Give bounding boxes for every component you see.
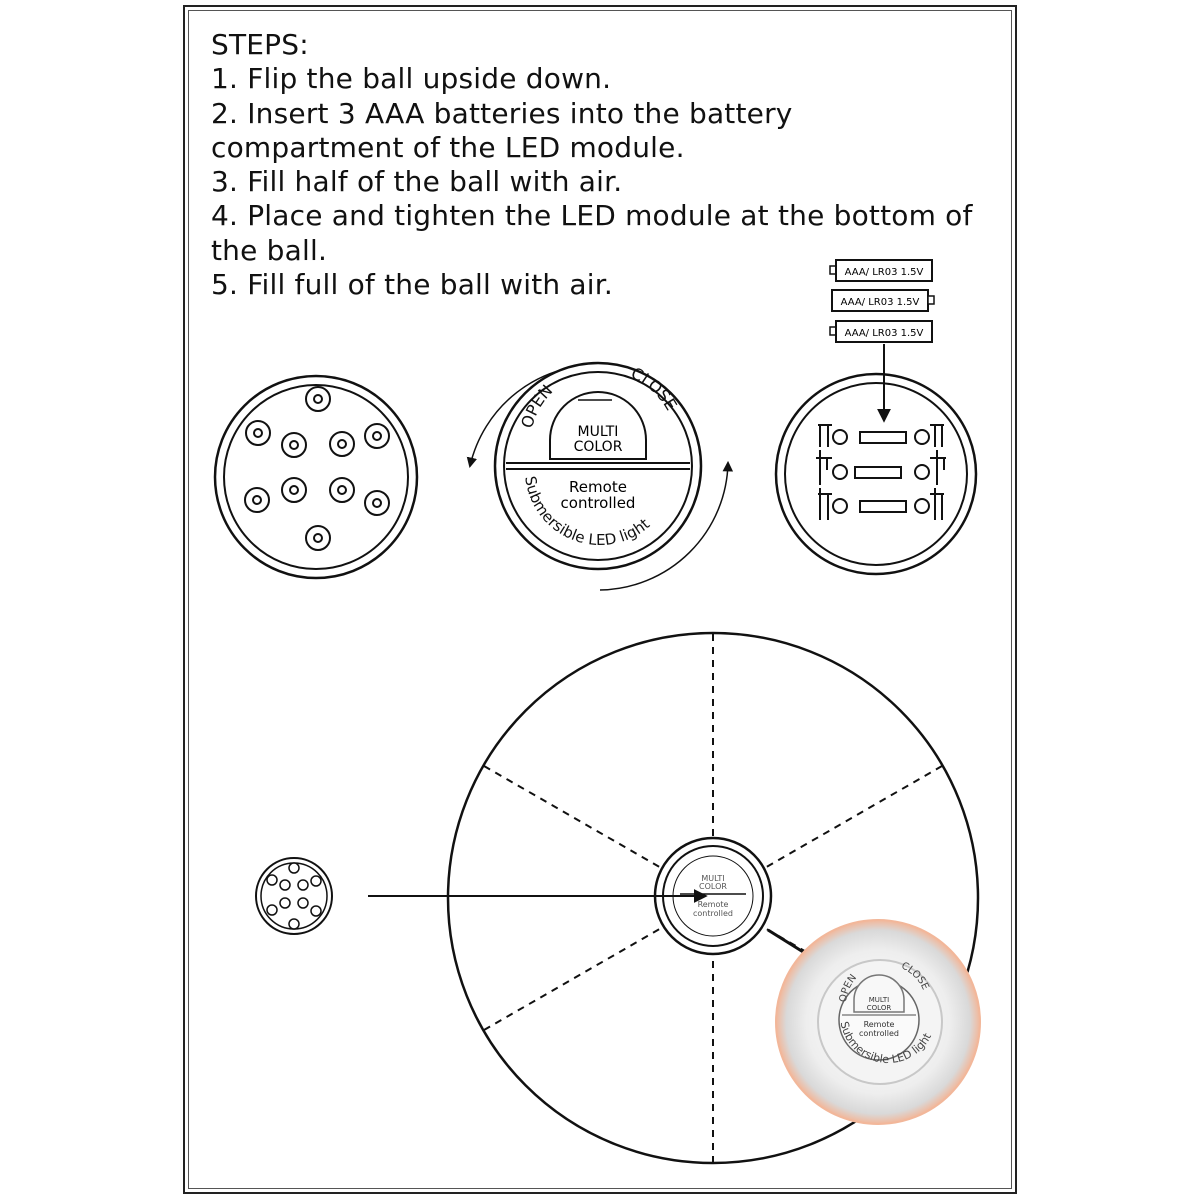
multi-label: MULTI: [578, 424, 619, 440]
led-module-cover-icon: OPEN CLOSE MULTI COLOR Remote controlled…: [466, 361, 734, 591]
instruction-sheet: [183, 5, 1017, 1194]
remote-label: Remote: [569, 478, 627, 496]
ball-controlled-label: controlled: [693, 909, 733, 918]
battery-3: AAA/ LR03 1.5V: [829, 320, 933, 343]
color-label: COLOR: [574, 439, 623, 455]
battery-label-3: AAA/ LR03 1.5V: [845, 328, 924, 339]
photo-color-label: COLOR: [867, 1004, 892, 1012]
ball-color-label: COLOR: [699, 882, 727, 891]
step-4: 4. Place and tighten the LED module at t…: [211, 199, 973, 267]
led-module-bottom-icon: [213, 374, 419, 580]
ball-remote-label: Remote: [698, 900, 729, 909]
rotate-arrow-right: [599, 460, 734, 591]
step-1: 1. Flip the ball upside down.: [211, 62, 612, 96]
battery-label-1: AAA/ LR03 1.5V: [845, 267, 924, 278]
controlled-label: controlled: [561, 494, 636, 512]
ball-multi-label: MULTI: [701, 874, 724, 883]
led-module-photo-icon: OPEN CLOSE MULTI COLOR Remote controlled…: [767, 919, 981, 1125]
battery-2: AAA/ LR03 1.5V: [831, 289, 935, 312]
step-2: 2. Insert 3 AAA batteries into the batte…: [211, 96, 793, 164]
sheet-inner-border: [188, 10, 1012, 1189]
step-3: 3. Fill half of the ball with air.: [211, 165, 623, 199]
step-5: 5. Fill full of the ball with air.: [211, 268, 613, 302]
battery-compartment-icon: [774, 344, 978, 576]
battery-label-2: AAA/ LR03 1.5V: [841, 297, 920, 308]
photo-multi-label: MULTI: [869, 996, 889, 1004]
small-led-module-icon: [255, 857, 708, 935]
battery-1: AAA/ LR03 1.5V: [829, 259, 933, 282]
photo-controlled-label: controlled: [859, 1029, 899, 1038]
steps-text: STEPS: 1. Flip the ball upside down. 2. …: [211, 28, 991, 302]
led-bulbs: [244, 386, 390, 551]
steps-heading: STEPS:: [211, 28, 309, 61]
battery-stack: AAA/ LR03 1.5V AAA/ LR03 1.5V AAA/ LR03 …: [829, 259, 935, 423]
photo-remote-label: Remote: [864, 1020, 895, 1029]
